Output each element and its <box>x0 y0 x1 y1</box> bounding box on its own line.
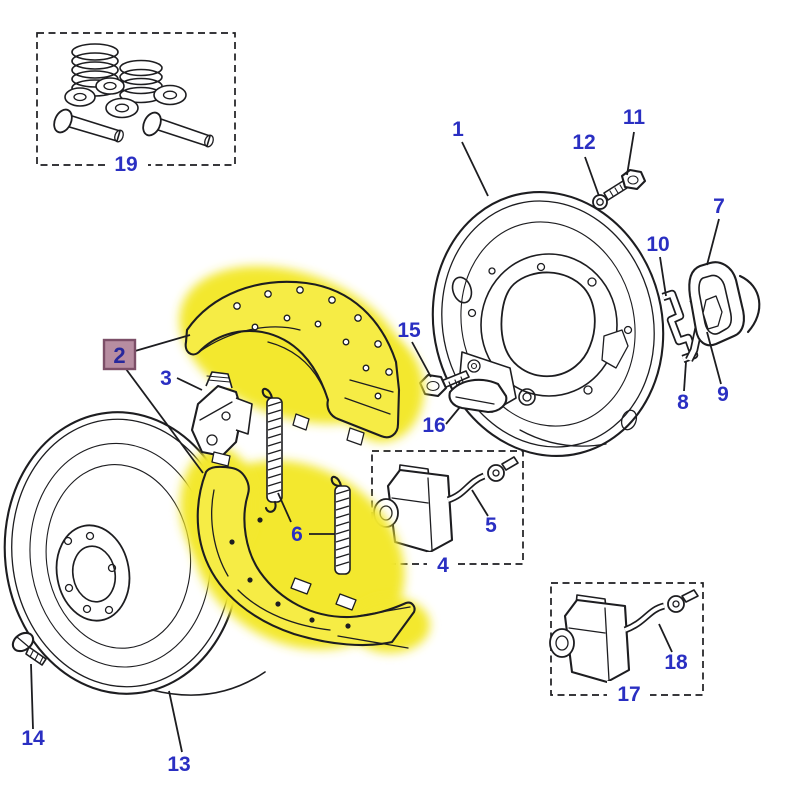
callout-7: 7 <box>713 195 725 218</box>
callout-6: 6 <box>291 523 303 546</box>
label-gap-4 <box>427 552 458 574</box>
part-17-wheel-cylinder <box>549 594 631 684</box>
callout-11: 11 <box>623 106 646 129</box>
callout-12: 12 <box>572 131 595 154</box>
clevis-pins <box>53 108 214 148</box>
part-15-bolt <box>418 370 470 398</box>
callout-18: 18 <box>664 651 688 674</box>
callout-labels: 2 1 3 4 5 6 7 8 9 10 11 12 13 14 15 16 1… <box>21 106 729 776</box>
label-gap-17 <box>607 681 650 703</box>
rivet-holes-lower <box>229 517 351 629</box>
callout-14: 14 <box>21 727 45 750</box>
center-opening <box>500 271 596 378</box>
part-14-screw <box>11 631 47 666</box>
part-5-pipe <box>446 456 519 504</box>
callout-19: 19 <box>114 153 137 176</box>
part-3-adjuster <box>190 371 253 467</box>
callout-9: 9 <box>717 383 729 406</box>
part-7-bracket <box>688 261 761 347</box>
part-9-lever <box>702 295 723 330</box>
rivet-holes-upper <box>233 286 393 400</box>
part-2-highlight-badge <box>102 338 137 371</box>
callout-2: 2 <box>113 343 125 368</box>
hub-bolt-holes <box>63 531 117 615</box>
label-gap-19 <box>106 152 148 174</box>
part-12-washer <box>592 194 608 210</box>
leader-lines <box>30 131 722 753</box>
part-6-return-springs <box>261 387 351 575</box>
washers <box>64 77 187 119</box>
part-16-bracket <box>448 378 508 414</box>
callout-8: 8 <box>677 391 689 414</box>
part-2-lower-brake-shoe <box>180 447 430 653</box>
callout-10: 10 <box>646 233 669 256</box>
callout-17: 17 <box>617 683 640 706</box>
part-11-bolt <box>603 168 647 201</box>
part-2-upper-brake-shoe <box>179 266 424 446</box>
part-18-pipe <box>623 589 699 634</box>
callout-16: 16 <box>422 414 445 437</box>
callout-4: 4 <box>437 554 449 577</box>
callout-13: 13 <box>167 753 190 776</box>
callout-15: 15 <box>397 319 421 342</box>
callout-1: 1 <box>452 118 464 141</box>
callout-3: 3 <box>160 367 172 390</box>
callout-5: 5 <box>485 514 497 537</box>
part-19-springs-washers-pins <box>53 43 214 148</box>
